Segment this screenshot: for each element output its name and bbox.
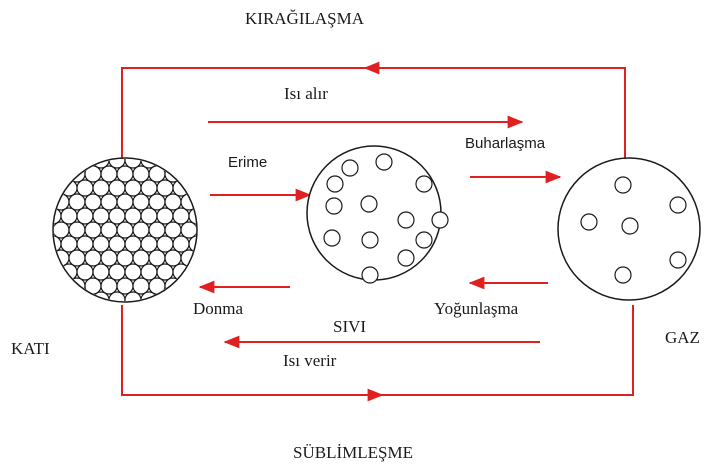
particle	[621, 217, 639, 235]
particle	[108, 207, 126, 225]
particle	[140, 207, 158, 225]
particle	[76, 263, 94, 281]
particle	[140, 235, 158, 253]
particle	[108, 179, 126, 197]
particle	[156, 235, 174, 253]
particle	[431, 211, 449, 229]
particle	[92, 235, 110, 253]
kiragilasma-label: KIRAĞILAŞMA	[245, 9, 365, 28]
sivi-label: SIVI	[333, 317, 366, 336]
particle	[124, 263, 142, 281]
particle	[76, 207, 94, 225]
particle	[164, 165, 182, 183]
particle	[397, 211, 415, 229]
particle	[60, 207, 78, 225]
particle	[397, 249, 415, 267]
liquid-circle	[306, 145, 442, 281]
particle	[415, 231, 433, 249]
particle	[60, 235, 78, 253]
particle	[669, 196, 687, 214]
particle	[76, 235, 94, 253]
particle	[116, 249, 134, 267]
particle	[326, 175, 344, 193]
particle	[323, 229, 341, 247]
particle	[164, 221, 182, 239]
particle	[148, 221, 166, 239]
particle	[614, 266, 632, 284]
particle	[54, 221, 70, 239]
particle	[132, 277, 150, 295]
particle	[156, 179, 174, 197]
particle	[116, 193, 134, 211]
particle	[132, 193, 150, 211]
particle	[100, 193, 118, 211]
particle	[188, 207, 196, 225]
donma-label: Donma	[193, 299, 244, 318]
particle	[84, 193, 102, 211]
particle	[68, 277, 86, 295]
particle	[148, 193, 166, 211]
particle	[124, 207, 142, 225]
solid-particles	[54, 159, 196, 301]
particle	[132, 165, 150, 183]
kati-label: KATI	[11, 339, 50, 358]
particle	[580, 213, 598, 231]
particle	[140, 263, 158, 281]
particle	[84, 249, 102, 267]
particle	[108, 235, 126, 253]
yogunlasma-label: Yoğunlaşma	[434, 299, 519, 318]
particle	[84, 221, 102, 239]
particle	[132, 221, 150, 239]
buharlasma-label: Buharlaşma	[465, 135, 546, 152]
gaz-label: GAZ	[665, 328, 700, 347]
particle	[172, 235, 190, 253]
particle	[164, 193, 182, 211]
erime-label: Erime	[228, 154, 267, 171]
particle	[156, 207, 174, 225]
particle	[188, 235, 196, 253]
particle	[68, 221, 86, 239]
particle	[361, 231, 379, 249]
particle	[164, 277, 182, 295]
particle	[375, 153, 393, 171]
particle	[92, 207, 110, 225]
particle	[415, 175, 433, 193]
particle	[68, 193, 86, 211]
particle	[108, 263, 126, 281]
sublimlesme-label: SÜBLİMLEŞME	[293, 443, 413, 462]
particle	[68, 165, 86, 183]
particle	[116, 221, 134, 239]
particle	[360, 195, 378, 213]
particle	[68, 249, 86, 267]
particle	[132, 249, 150, 267]
particle	[148, 249, 166, 267]
particle	[614, 176, 632, 194]
particle	[172, 207, 190, 225]
particle	[100, 249, 118, 267]
sublimlesme-loop-line	[121, 305, 634, 396]
particle	[92, 179, 110, 197]
particle	[100, 277, 118, 295]
particle	[164, 249, 182, 267]
particle	[325, 197, 343, 215]
isi-verir-label: Isı verir	[283, 351, 337, 370]
gas-particles	[580, 176, 687, 284]
particle	[76, 179, 94, 197]
particle	[116, 277, 134, 295]
particle	[341, 159, 359, 177]
particle	[361, 266, 379, 284]
particle	[116, 165, 134, 183]
particle	[124, 179, 142, 197]
particle	[140, 179, 158, 197]
particle	[156, 263, 174, 281]
liquid-particles	[323, 153, 449, 284]
particle	[180, 221, 196, 239]
particle	[92, 263, 110, 281]
particle	[124, 235, 142, 253]
isi-alir-label: Isı alır	[284, 84, 328, 103]
particle	[100, 221, 118, 239]
particle	[100, 165, 118, 183]
particle	[669, 251, 687, 269]
